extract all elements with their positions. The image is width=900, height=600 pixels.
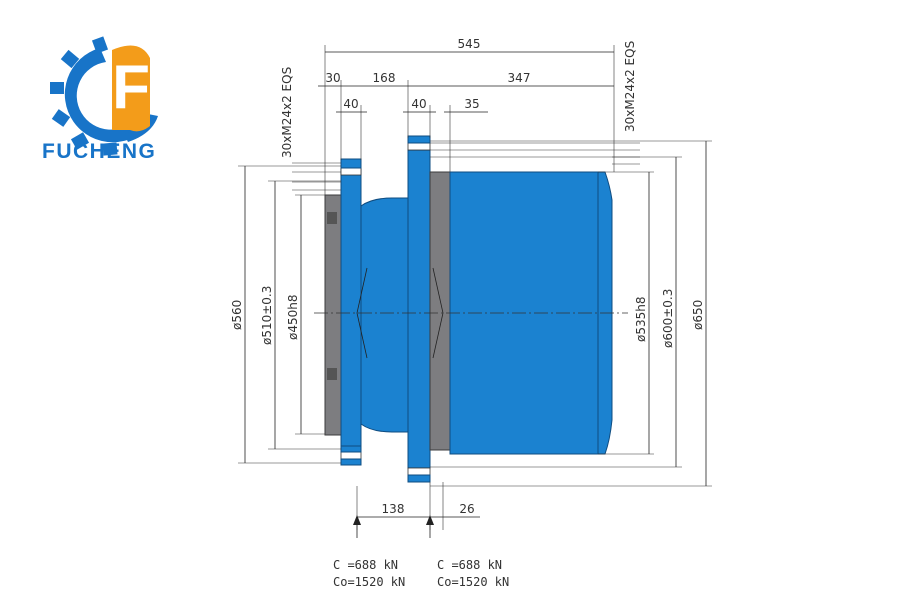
bolt-lower: [327, 368, 337, 380]
bolt-upper: [327, 212, 337, 224]
gear-logo-icon: [50, 36, 158, 156]
left-mount-plate: [324, 194, 342, 436]
right-flange: [407, 149, 431, 469]
left-flange-hole-top: [340, 167, 362, 176]
dim-seg-a: 30: [325, 71, 340, 85]
dim-d650: ø650: [691, 300, 705, 330]
dim-d510: ø510±0.3: [260, 286, 274, 345]
right-vertical-dimensions: ø535h8 ø600±0.3 ø650: [430, 140, 712, 487]
dim-d560: ø560: [230, 300, 244, 330]
bearing-mark-left: [356, 267, 368, 359]
bolt-note-left: 30xM24x2 EQS: [280, 67, 294, 158]
tapered-neck: [360, 197, 409, 433]
right-flange-hole-bottom: [407, 467, 431, 476]
brand-name: FUCHENG: [42, 140, 157, 163]
dim-flange-right: 40: [411, 97, 426, 111]
left-flange-hole-bottom: [340, 451, 362, 460]
right-flange-hole-top: [407, 142, 431, 151]
dim-seg-b: 168: [373, 71, 396, 85]
load-right-c: C =688 kN: [437, 558, 502, 572]
load-arrow-left: [353, 515, 361, 525]
dim-d535: ø535h8: [634, 297, 648, 343]
dim-offset-b: 26: [459, 502, 474, 516]
dim-d600: ø600±0.3: [661, 289, 675, 348]
dim-offset-a: 138: [382, 502, 405, 516]
brand-logo: F: [40, 30, 190, 170]
bottom-dimensions: 138 26: [353, 482, 480, 538]
dim-d450: ø450h8: [286, 295, 300, 341]
dim-step: 35: [464, 97, 479, 111]
left-flange-bottom-cap: [340, 458, 362, 466]
dim-seg-c: 347: [508, 71, 531, 85]
load-left-c: C =688 kN: [333, 558, 398, 572]
left-flange-top-cap: [340, 158, 362, 169]
gearbox-body: [324, 135, 613, 483]
load-right-co: Co=1520 kN: [437, 575, 509, 589]
left-flange-bottom-band: [340, 445, 362, 453]
seal-ring: [429, 171, 451, 451]
left-vertical-dimensions: ø560 ø510±0.3 ø450h8: [230, 165, 341, 464]
dim-flange-left: 40: [343, 97, 358, 111]
logo-letter: F: [112, 53, 150, 122]
load-left-co: Co=1520 kN: [333, 575, 405, 589]
load-arrow-right: [426, 515, 434, 525]
dim-overall: 545: [458, 37, 481, 51]
right-flange-top-cap: [407, 135, 431, 144]
top-dimensions: 545 30 168 347 40 40 35: [318, 37, 615, 195]
right-flange-bottom-cap: [407, 474, 431, 483]
bolt-note-right: 30xM24x2 EQS: [623, 41, 637, 132]
